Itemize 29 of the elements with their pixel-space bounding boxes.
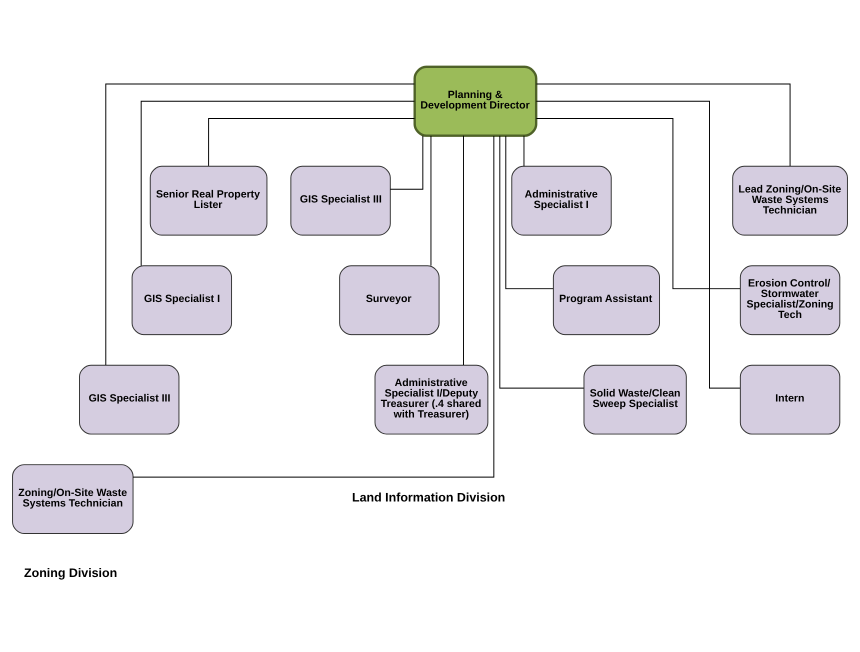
node-box: Program Assistant xyxy=(552,265,660,336)
connector xyxy=(523,135,524,167)
connector xyxy=(505,136,554,290)
node-box: Zoning/On-Site Waste Systems Technician xyxy=(12,464,134,534)
node-box: Solid Waste/Clean Sweep Specialist xyxy=(584,364,687,435)
connector xyxy=(132,135,494,478)
node-box: Administrative Specialist I/Deputy Treasurer (.4 shared with Treasurer) xyxy=(374,364,488,435)
connector xyxy=(499,135,584,389)
connector xyxy=(105,84,415,366)
connector xyxy=(140,100,415,266)
connector xyxy=(208,118,416,166)
connector xyxy=(430,135,432,266)
connector xyxy=(536,84,791,166)
node-box: Surveyor xyxy=(339,265,440,336)
node-box: Lead Zoning/On-Site Waste Systems Technician xyxy=(732,166,848,236)
node-box: GIS Specialist III xyxy=(79,364,180,435)
connector xyxy=(536,100,740,389)
node-box: Intern xyxy=(740,364,840,435)
node-box: Planning & Development Director xyxy=(414,66,538,137)
label: Land Information Division xyxy=(352,490,506,504)
label: Zoning Division xyxy=(24,566,118,580)
connector xyxy=(463,135,464,366)
node-box: Administrative Specialist I xyxy=(511,166,612,236)
connector xyxy=(536,118,741,290)
node-box: GIS Specialist III xyxy=(290,166,391,236)
node-box: Erosion Control/ Stormwater Specialist/Zoning Tech xyxy=(740,265,840,336)
node-box: Senior Real Property Lister xyxy=(150,166,268,236)
node-box: GIS Specialist I xyxy=(132,265,232,336)
connector xyxy=(390,135,424,190)
